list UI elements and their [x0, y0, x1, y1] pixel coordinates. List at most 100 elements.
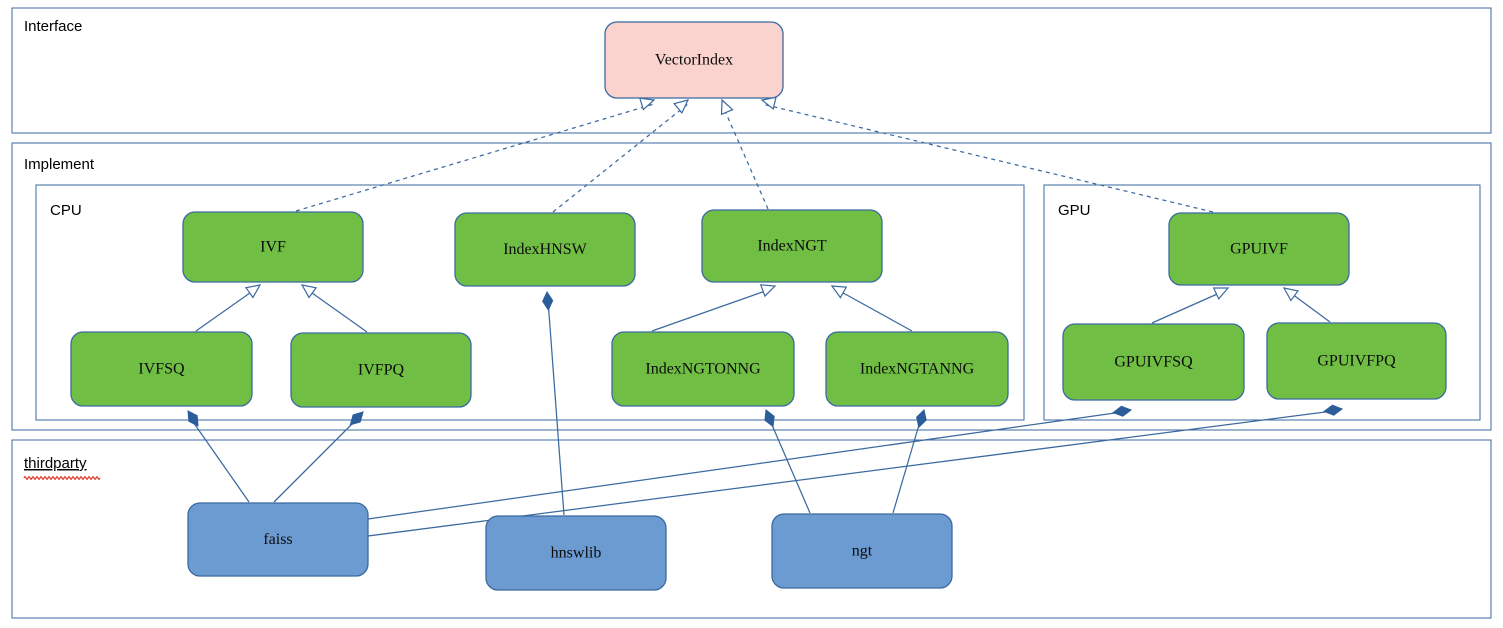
- node-label-ivf: IVF: [260, 239, 286, 256]
- diamond-faiss-ivfpq: [349, 411, 364, 426]
- edge-hnswlib-indexhnsw: [542, 290, 565, 516]
- edge-indexhnsw-vectorindex: [552, 99, 690, 213]
- edge-line-gpuivfsq-gpuivf: [1151, 290, 1225, 324]
- diamond-ngt-indexngtanng: [916, 409, 927, 429]
- node-box-faiss[interactable]: [187, 502, 369, 577]
- edge-line-ivfpq-ivf: [304, 287, 368, 333]
- node-box-indexngt[interactable]: [701, 209, 883, 283]
- diamond-faiss-gpuivfpq: [1323, 404, 1344, 416]
- node-box-vectorindex[interactable]: [604, 21, 784, 99]
- node-label-indexngtonng: IndexNGTONNG: [645, 361, 761, 378]
- edge-ngtonng-indexngt: [651, 284, 777, 332]
- container-label-implement: Implement: [24, 156, 95, 173]
- diamond-faiss-gpuivfsq: [1112, 405, 1133, 417]
- node-label-hnswlib: hnswlib: [551, 545, 602, 562]
- diamond-hnswlib-indexhnsw: [542, 290, 554, 311]
- edge-faiss-ivfsq: [187, 410, 250, 503]
- node-indexhnsw[interactable]: IndexHNSW: [454, 212, 636, 287]
- node-gpuivfsq[interactable]: GPUIVFSQ: [1062, 323, 1245, 401]
- edge-line-gpuivfpq-gpuivf: [1287, 290, 1331, 323]
- node-label-faiss: faiss: [263, 531, 292, 548]
- arrowhead-hollow-ivfsq-ivf: [244, 284, 262, 299]
- node-box-ngt[interactable]: [771, 513, 953, 589]
- node-ngt[interactable]: ngt: [771, 513, 953, 589]
- node-gpuivf[interactable]: GPUIVF: [1168, 212, 1350, 286]
- node-box-gpuivfsq[interactable]: [1062, 323, 1245, 401]
- diamond-faiss-ivfsq: [187, 410, 199, 427]
- edge-indexngt-vectorindex: [720, 98, 769, 210]
- edge-line-indexngt-vectorindex: [721, 103, 769, 210]
- node-box-hnswlib[interactable]: [485, 515, 667, 591]
- edge-faiss-gpuivfpq: [367, 404, 1344, 537]
- edge-gpuivfsq-gpuivf: [1151, 287, 1230, 324]
- edge-line-faiss-ivfpq: [273, 418, 358, 503]
- edge-ngt-indexngtonng: [764, 409, 811, 514]
- edge-ivfpq-ivf: [300, 284, 368, 333]
- node-ivf[interactable]: IVF: [182, 211, 364, 283]
- node-label-gpuivfsq: GPUIVFSQ: [1114, 354, 1193, 371]
- node-label-ngt: ngt: [852, 543, 873, 560]
- edge-ngt-indexngtanng: [892, 409, 927, 514]
- arrowhead-hollow-ivf-vectorindex: [638, 97, 656, 111]
- edge-line-ivfsq-ivf: [195, 287, 258, 332]
- node-label-indexngt: IndexNGT: [757, 238, 827, 255]
- node-faiss[interactable]: faiss: [187, 502, 369, 577]
- edge-line-indexhnsw-vectorindex: [552, 103, 689, 213]
- edge-line-faiss-gpuivfsq: [367, 411, 1123, 520]
- node-box-gpuivfpq[interactable]: [1266, 322, 1447, 400]
- node-vectorindex[interactable]: VectorIndex: [604, 21, 784, 99]
- node-box-gpuivf[interactable]: [1168, 212, 1350, 286]
- arrowhead-hollow-gpuivfpq-gpuivf: [1282, 287, 1300, 302]
- arrowhead-hollow-gpuivfsq-gpuivf: [1212, 287, 1230, 300]
- edge-ivfsq-ivf: [195, 284, 262, 332]
- edge-line-ivf-vectorindex: [295, 103, 655, 212]
- arrowhead-hollow-ngtonng-indexngt: [759, 284, 777, 298]
- node-box-ivf[interactable]: [182, 211, 364, 283]
- edge-line-hnswlib-indexhnsw: [547, 299, 565, 516]
- node-ivfpq[interactable]: IVFPQ: [290, 332, 472, 408]
- node-box-ivfsq[interactable]: [70, 331, 253, 407]
- edge-line-gpuivf-vectorindex: [761, 103, 1214, 213]
- node-label-indexngtanng: IndexNGTANNG: [860, 361, 975, 378]
- node-label-gpuivf: GPUIVF: [1230, 241, 1288, 258]
- node-label-gpuivfpq: GPUIVFPQ: [1317, 353, 1396, 370]
- arrowhead-hollow-ngtanng-indexngt: [830, 285, 848, 299]
- edge-line-ngt-indexngtanng: [892, 417, 922, 514]
- edge-ivf-vectorindex: [295, 97, 656, 212]
- edge-line-faiss-ivfsq: [190, 418, 250, 503]
- edge-gpuivf-vectorindex: [760, 96, 1214, 213]
- edge-line-ngtonng-indexngt: [651, 288, 772, 332]
- diamond-ngt-indexngtonng: [764, 409, 775, 428]
- node-indexngtonng[interactable]: IndexNGTONNG: [611, 331, 795, 407]
- container-label-gpu: GPU: [1058, 202, 1091, 219]
- node-box-indexngtonng[interactable]: [611, 331, 795, 407]
- node-label-indexhnsw: IndexHNSW: [503, 241, 587, 258]
- node-indexngt[interactable]: IndexNGT: [701, 209, 883, 283]
- node-hnswlib[interactable]: hnswlib: [485, 515, 667, 591]
- container-label-interface: Interface: [24, 18, 82, 35]
- arrowhead-hollow-ivfpq-ivf: [300, 284, 318, 299]
- container-label-cpu: CPU: [50, 202, 82, 219]
- arrowhead-hollow-gpuivf-vectorindex: [760, 96, 777, 111]
- node-label-vectorindex: VectorIndex: [655, 52, 733, 69]
- node-indexngtanng[interactable]: IndexNGTANNG: [825, 331, 1009, 407]
- node-ivfsq[interactable]: IVFSQ: [70, 331, 253, 407]
- node-box-ivfpq[interactable]: [290, 332, 472, 408]
- arrowhead-hollow-indexngt-vectorindex: [720, 98, 734, 116]
- node-box-indexhnsw[interactable]: [454, 212, 636, 287]
- edge-line-faiss-gpuivfpq: [367, 410, 1334, 537]
- container-label-thirdparty: thirdparty: [24, 455, 87, 472]
- node-gpuivfpq[interactable]: GPUIVFPQ: [1266, 322, 1447, 400]
- node-box-indexngtanng[interactable]: [825, 331, 1009, 407]
- edge-faiss-ivfpq: [273, 411, 364, 503]
- edge-gpuivfpq-gpuivf: [1282, 287, 1331, 323]
- edge-ngtanng-indexngt: [830, 285, 913, 332]
- spellcheck-squiggle-thirdparty: [23, 476, 101, 480]
- edge-line-ngt-indexngtonng: [768, 417, 811, 514]
- edge-line-ngtanng-indexngt: [835, 288, 913, 332]
- arrowhead-hollow-indexhnsw-vectorindex: [673, 99, 690, 115]
- node-label-ivfsq: IVFSQ: [138, 361, 185, 378]
